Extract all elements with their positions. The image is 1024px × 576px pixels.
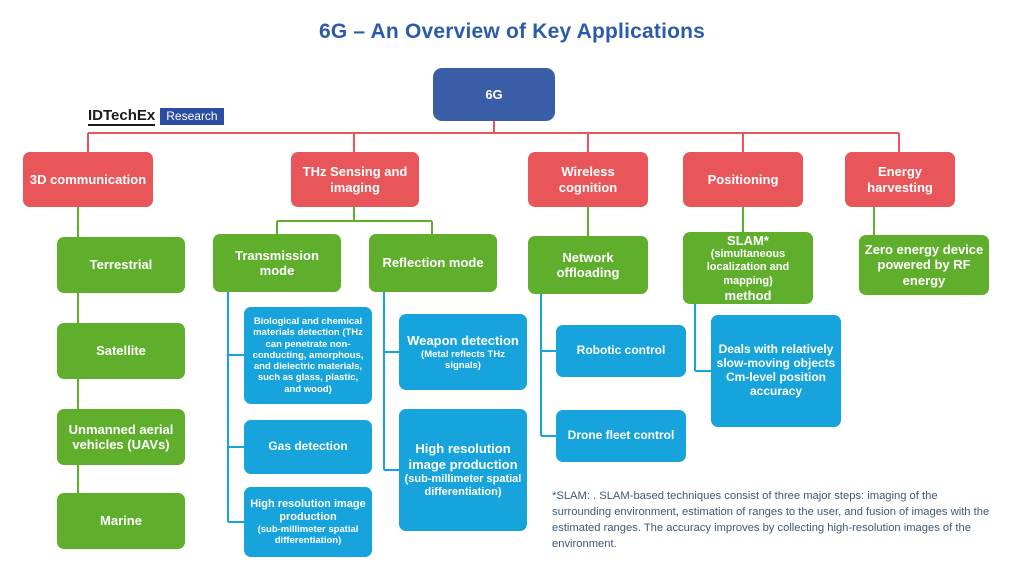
node-text-note: (Metal reflects THz signals) [421,348,505,371]
logo-research-badge: Research [160,108,224,126]
node-zero-energy-device[interactable]: Zero energy device powered by RF energy [859,235,989,295]
node-text-main: High resolution image production [408,440,518,472]
node-text-group: High resolution image production (sub-mi… [249,498,367,547]
slam-footnote: *SLAM: . SLAM-based techniques consist o… [552,490,990,550]
node-text-group: High resolution image production (sub-mi… [404,441,522,499]
node-slam-method[interactable]: SLAM* (simultaneous localization and map… [683,232,813,304]
node-text-group: SLAM* (simultaneous localization and map… [688,233,808,303]
node-weapon-detection[interactable]: Weapon detection (Metal reflects THz sig… [399,314,527,390]
page-title: 6G – An Overview of Key Applications [318,20,706,43]
node-positioning[interactable]: Positioning [683,152,803,207]
node-3d-communication[interactable]: 3D communication [23,152,153,207]
node-high-resolution-image-production-transmission[interactable]: High resolution image production (sub-mi… [244,487,372,557]
node-satellite[interactable]: Satellite [57,323,185,379]
node-high-resolution-image-production-reflection[interactable]: High resolution image production (sub-mi… [399,409,527,531]
node-transmission-mode[interactable]: Transmission mode [213,234,341,292]
node-root-6g[interactable]: 6G [433,68,555,121]
node-thz-sensing-and-imaging[interactable]: THz Sensing and imaging [291,152,419,207]
node-marine[interactable]: Marine [57,493,185,549]
node-reflection-mode[interactable]: Reflection mode [369,234,497,292]
node-text-head: SLAM* [727,233,769,249]
node-gas-detection[interactable]: Gas detection [244,420,372,474]
node-energy-harvesting[interactable]: Energy harvesting [845,152,955,207]
node-text-main: High resolution image production [250,497,366,523]
node-text-note: (sub-millimeter spatial differentiation) [257,523,359,547]
logo-wordmark: IDTechEx [88,107,156,126]
node-text: Biological and chemical materials detect… [252,316,364,395]
node-wireless-cognition[interactable]: Wireless cognition [528,152,648,207]
node-terrestrial[interactable]: Terrestrial [57,237,185,293]
node-text-tail: method [724,287,772,303]
node-text-note: (sub-millimeter spatial differentiation) [404,472,522,498]
node-text-main: Weapon detection [407,332,519,348]
node-unmanned-aerial-vehicles[interactable]: Unmanned aerial vehicles (UAVs) [57,409,185,465]
node-biological-chemical-materials-detection[interactable]: Biological and chemical materials detect… [244,307,372,404]
node-robotic-control[interactable]: Robotic control [556,325,686,377]
idtechex-logo: IDTechEx Research [88,108,224,126]
node-drone-fleet-control[interactable]: Drone fleet control [556,410,686,462]
node-network-offloading[interactable]: Network offloading [528,236,648,294]
node-text-paren: (simultaneous localization and mapping) [706,248,790,287]
node-text-group: Weapon detection (Metal reflects THz sig… [404,333,522,371]
node-slam-deals-with-slow-moving-objects[interactable]: Deals with relatively slow-moving object… [711,315,841,427]
